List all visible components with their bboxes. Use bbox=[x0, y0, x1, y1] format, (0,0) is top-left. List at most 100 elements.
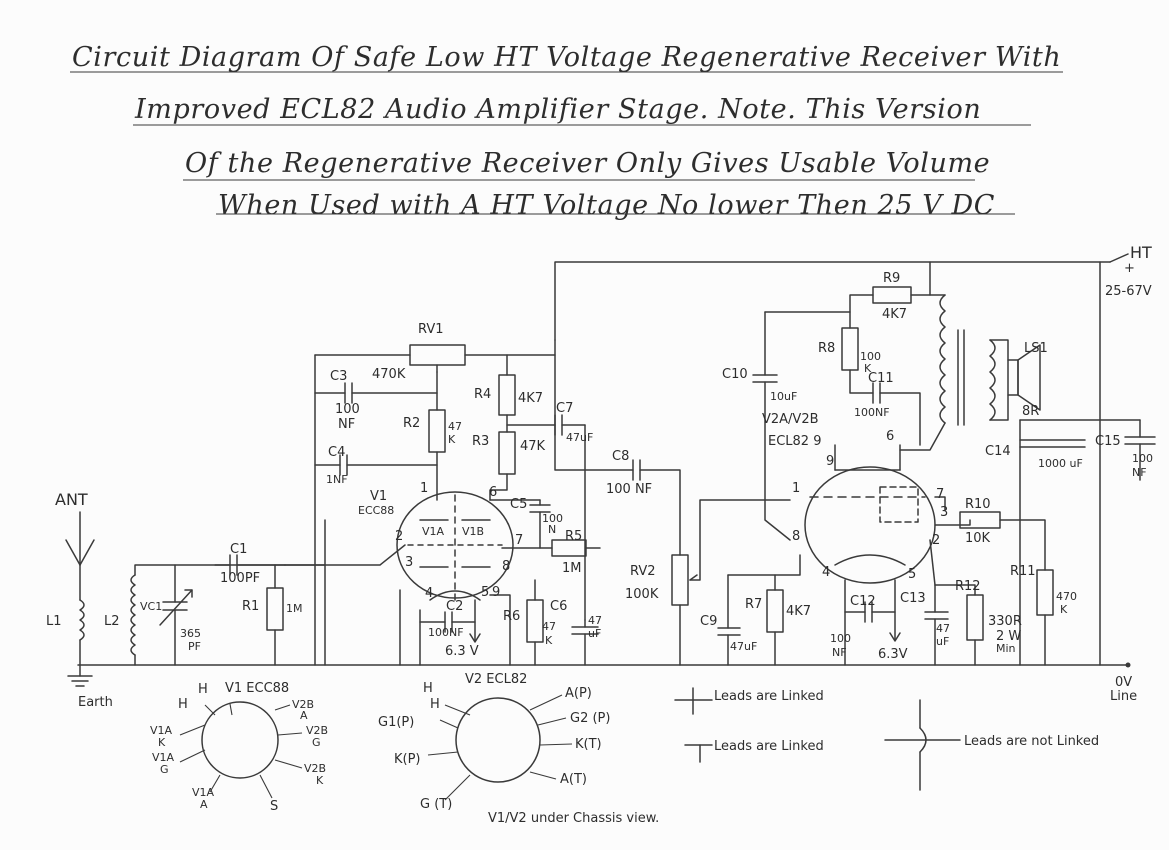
v2-base-diagram: V2 ECL82 H H G1(P) K(P) G (T) A(P) G2 (P… bbox=[378, 672, 659, 826]
label-c2: C2 bbox=[446, 599, 463, 614]
resistor-r11 bbox=[1036, 569, 1054, 666]
v2-base-kp: K(P) bbox=[394, 752, 421, 767]
label-r1: R1 bbox=[242, 599, 259, 614]
v2-base-g1p: G1(P) bbox=[378, 715, 414, 730]
label-heater-v1: 6.3 V bbox=[445, 644, 479, 659]
label-c2-value: 100NF bbox=[428, 626, 464, 639]
label-r6-value-b: K bbox=[545, 634, 553, 647]
coil-l1 bbox=[79, 599, 85, 666]
legend-leads-linked-2: Leads are Linked bbox=[684, 739, 824, 763]
label-c13-value-b: uF bbox=[936, 635, 949, 648]
v1-base-v2b-g: V2B bbox=[306, 724, 328, 737]
v1-base-v1a-g2: G bbox=[160, 763, 169, 776]
v1-base-v1a-k: V1A bbox=[150, 724, 173, 737]
capacitor-c15 bbox=[1099, 419, 1156, 666]
title-line-4: When Used with A HT Voltage No lower The… bbox=[218, 190, 996, 221]
label-r8: R8 bbox=[818, 341, 835, 356]
v2-base-title: V2 ECL82 bbox=[465, 672, 527, 687]
v2-pin-4: 4 bbox=[822, 565, 830, 580]
antenna bbox=[65, 511, 95, 601]
v2-pin-9: 9 bbox=[826, 454, 834, 469]
label-rv1: RV1 bbox=[418, 322, 444, 337]
label-c10: C10 bbox=[722, 367, 748, 382]
label-ant: ANT bbox=[55, 490, 88, 509]
wire-grid-v1a bbox=[284, 544, 406, 566]
capacitor-c14 bbox=[1019, 419, 1141, 666]
label-c10-value: 10uF bbox=[770, 390, 797, 403]
label-c12: C12 bbox=[850, 594, 876, 609]
label-r3: R3 bbox=[472, 434, 489, 449]
v2-pin-numbers: 1 2 3 4 5 6 7 8 9 bbox=[792, 429, 948, 582]
label-r12-value-b: 2 W bbox=[996, 629, 1021, 644]
capacitor-c2 bbox=[419, 599, 481, 643]
label-l2: L2 bbox=[104, 614, 120, 629]
label-c14-value: 1000 uF bbox=[1038, 457, 1083, 470]
v1-pin-4: 4 bbox=[425, 586, 433, 601]
title-line-2: Improved ECL82 Audio Amplifier Stage. No… bbox=[135, 94, 982, 125]
v2-base-kt: K(T) bbox=[575, 737, 602, 752]
capacitor-c9 bbox=[717, 574, 741, 666]
label-r2: R2 bbox=[403, 416, 420, 431]
label-r10: R10 bbox=[965, 497, 991, 512]
label-ls1-value: 8R bbox=[1022, 404, 1039, 419]
title-line-3: Of the Regenerative Receiver Only Gives … bbox=[185, 148, 991, 179]
label-c1: C1 bbox=[230, 542, 247, 557]
tube-v1-ecc88 bbox=[396, 491, 514, 601]
potentiometer-rv1 bbox=[314, 344, 556, 411]
output-transformer bbox=[899, 294, 996, 451]
label-v1-type: ECC88 bbox=[358, 504, 394, 517]
v1-base-v1a-a2: A bbox=[200, 798, 208, 811]
v2-base-ap: A(P) bbox=[565, 686, 592, 701]
resistor-r12 bbox=[934, 584, 984, 666]
label-c3: C3 bbox=[330, 369, 347, 384]
label-c3-value-a: 100 bbox=[335, 402, 360, 417]
v1-pin-2: 2 bbox=[395, 529, 403, 544]
label-vc1: VC1 bbox=[140, 600, 162, 613]
v2-pin-6: 6 bbox=[886, 429, 894, 444]
label-r4: R4 bbox=[474, 387, 491, 402]
v1-base-h-right: H bbox=[178, 697, 188, 712]
v1-pin-9: 9 bbox=[492, 585, 500, 600]
label-c5-value-b: N bbox=[548, 523, 556, 536]
legend-leads-linked-1: Leads are Linked bbox=[674, 687, 824, 715]
title-underlines bbox=[70, 71, 1063, 215]
v2-base-caption: V1/V2 under Chassis view. bbox=[488, 811, 659, 826]
resistor-r8 bbox=[841, 311, 874, 394]
label-r5-value: 1M bbox=[562, 561, 582, 576]
label-c6-value-b: uF bbox=[588, 627, 601, 640]
label-c8-value: 100 NF bbox=[606, 482, 652, 497]
label-r8-value-a: 100 bbox=[860, 350, 881, 363]
label-l1: L1 bbox=[46, 614, 62, 629]
resistor-r1 bbox=[266, 564, 284, 666]
label-c13-value-a: 47 bbox=[936, 622, 950, 635]
label-v1: V1 bbox=[370, 489, 387, 504]
label-ht: HT bbox=[1130, 243, 1152, 262]
v1-base-v2b-a: V2B bbox=[292, 698, 314, 711]
label-c13: C13 bbox=[900, 591, 926, 606]
capacitor-c3 bbox=[314, 382, 438, 404]
capacitor-c6 bbox=[571, 619, 599, 666]
v2-base-h2: H bbox=[430, 697, 440, 712]
title-line-1: Circuit Diagram Of Safe Low HT Voltage R… bbox=[72, 42, 1062, 73]
v2-base-g2p: G2 (P) bbox=[570, 711, 610, 726]
label-r6-value-a: 47 bbox=[542, 620, 556, 633]
label-heater-v2: 6.3V bbox=[878, 647, 908, 662]
label-c12-value-a: 100 bbox=[830, 632, 851, 645]
v1-base-h-left: H bbox=[198, 682, 208, 697]
v1-base-v2b-k: V2B bbox=[304, 762, 326, 775]
label-v1b: V1B bbox=[462, 525, 484, 538]
label-c7-value: 47uF bbox=[566, 431, 593, 444]
label-c11-value: 100NF bbox=[854, 406, 890, 419]
resistor-r5 bbox=[501, 539, 601, 557]
label-c7: C7 bbox=[556, 401, 573, 416]
label-earth: Earth bbox=[78, 695, 113, 710]
v1-base-v1a-g: V1A bbox=[152, 751, 175, 764]
resistor-r6 bbox=[526, 579, 544, 666]
label-c14: C14 bbox=[985, 444, 1011, 459]
label-r5: R5 bbox=[565, 529, 582, 544]
label-c9-value: 47uF bbox=[730, 640, 757, 653]
legend-text-not-linked: Leads are not Linked bbox=[964, 734, 1099, 749]
label-0v: 0V bbox=[1115, 675, 1132, 690]
